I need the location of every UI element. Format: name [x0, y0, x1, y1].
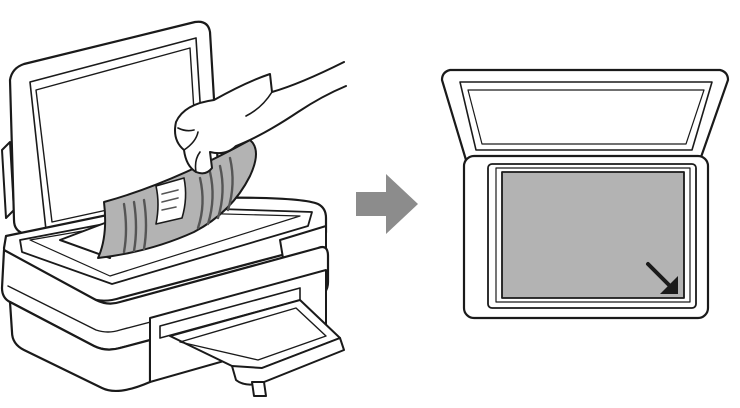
aligned-document: [502, 172, 684, 298]
right-arrow-icon: [356, 174, 418, 234]
step-align-corner: [442, 70, 728, 318]
scanner-lid-open: [442, 70, 728, 160]
step-place-document: [2, 22, 346, 396]
